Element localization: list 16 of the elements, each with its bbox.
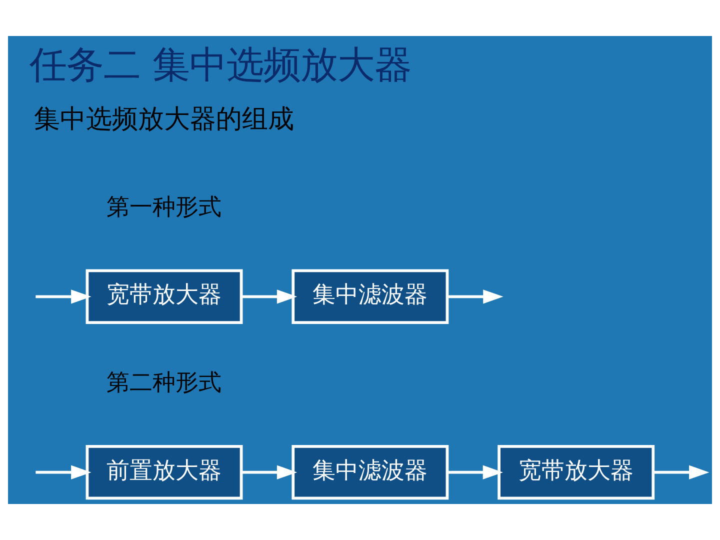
- arrow: [36, 290, 92, 304]
- label: 第二种形式: [106, 370, 222, 396]
- arrow: [654, 465, 710, 480]
- label: 集中选频放大器的组成: [34, 104, 294, 134]
- arrow: [447, 465, 504, 480]
- arrow: [241, 465, 298, 480]
- arrow: [448, 290, 504, 304]
- diagram-title: 任务二 集中选频放大器: [29, 42, 412, 86]
- node-box: 集中滤波器: [292, 269, 449, 324]
- node-box: 集中滤波器: [292, 444, 449, 500]
- node-box: 宽带放大器: [498, 444, 655, 500]
- label: 第一种形式: [106, 194, 222, 220]
- node-box: 宽带放大器: [86, 269, 243, 324]
- arrow: [241, 290, 298, 304]
- node-box: 前置放大器: [86, 444, 243, 500]
- arrow: [36, 465, 92, 480]
